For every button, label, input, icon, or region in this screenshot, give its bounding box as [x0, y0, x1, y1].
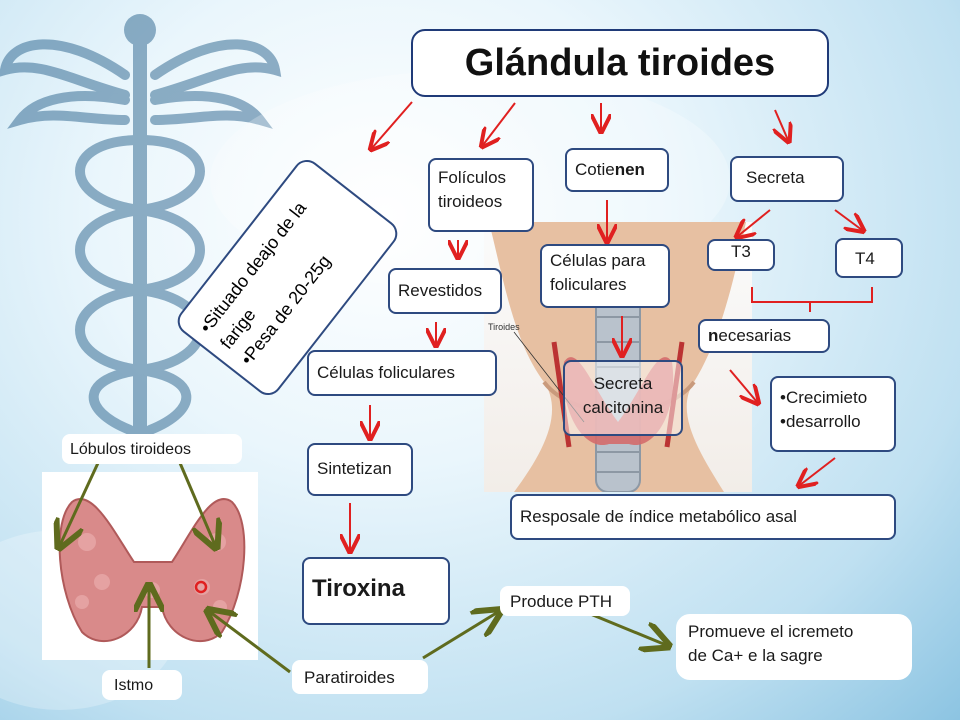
neck-label: Tiroides — [488, 322, 520, 332]
crecimiento-line-1: •Crecimieto — [780, 388, 868, 407]
revestidos-box: Revestidos — [388, 268, 502, 314]
contienen-box: Cotienen — [565, 148, 669, 192]
foliculos-line-2: tiroideos — [438, 192, 503, 211]
crecimiento-box: •Crecimieto •desarrollo — [770, 376, 896, 452]
promueve-line-1: Promueve el icremeto — [688, 622, 854, 641]
contienen-bold: nen — [614, 160, 645, 179]
parafoliculares-line-1: Células para — [550, 251, 646, 270]
sintetizan-box: Sintetizan — [307, 443, 413, 496]
necesarias-box: necesarias — [698, 319, 830, 353]
calcitonina-line-2: calcitonina — [582, 398, 664, 417]
foliculos-line-1: Folículos — [438, 168, 507, 187]
istmo-label: Istmo — [102, 670, 182, 700]
promueve-label: Promueve el icremeto de Ca+ e la sagre — [676, 614, 912, 680]
celulas-foliculares-box: Células foliculares — [307, 350, 497, 396]
calcitonina-box: Secreta calcitonina — [563, 360, 683, 436]
crecimiento-line-2: •desarrollo — [780, 412, 861, 431]
foliculos-box: Folículos tiroideos — [428, 158, 534, 232]
produce-pth-label: Produce PTH — [500, 586, 630, 616]
page-title: Glándula tiroides — [411, 29, 829, 97]
parafoliculares-line-2: foliculares — [550, 275, 627, 294]
contienen-text: Cotie — [575, 160, 615, 179]
parathyroid-marker-icon — [194, 580, 208, 594]
promueve-line-2: de Ca+ e la sagre — [688, 646, 823, 665]
tiroxina-box: Tiroxina — [302, 557, 450, 625]
lobulos-label: Lóbulos tiroideos — [62, 434, 242, 464]
caduceus-icon — [0, 14, 282, 447]
necesarias-bold: n — [708, 326, 719, 345]
paratiroides-label: Paratiroides — [292, 660, 428, 694]
calcitonina-line-1: Secreta — [593, 374, 653, 393]
secreta-box: Secreta — [730, 156, 844, 202]
parafoliculares-box: Células para foliculares — [540, 244, 670, 308]
necesarias-text: ecesarias — [718, 326, 792, 345]
thyroid-gland-image — [42, 472, 258, 660]
t4-box: T4 — [835, 238, 903, 278]
t3-box: T3 — [707, 239, 775, 271]
metabolico-box: Resposale de índice metabólico asal — [510, 494, 896, 540]
